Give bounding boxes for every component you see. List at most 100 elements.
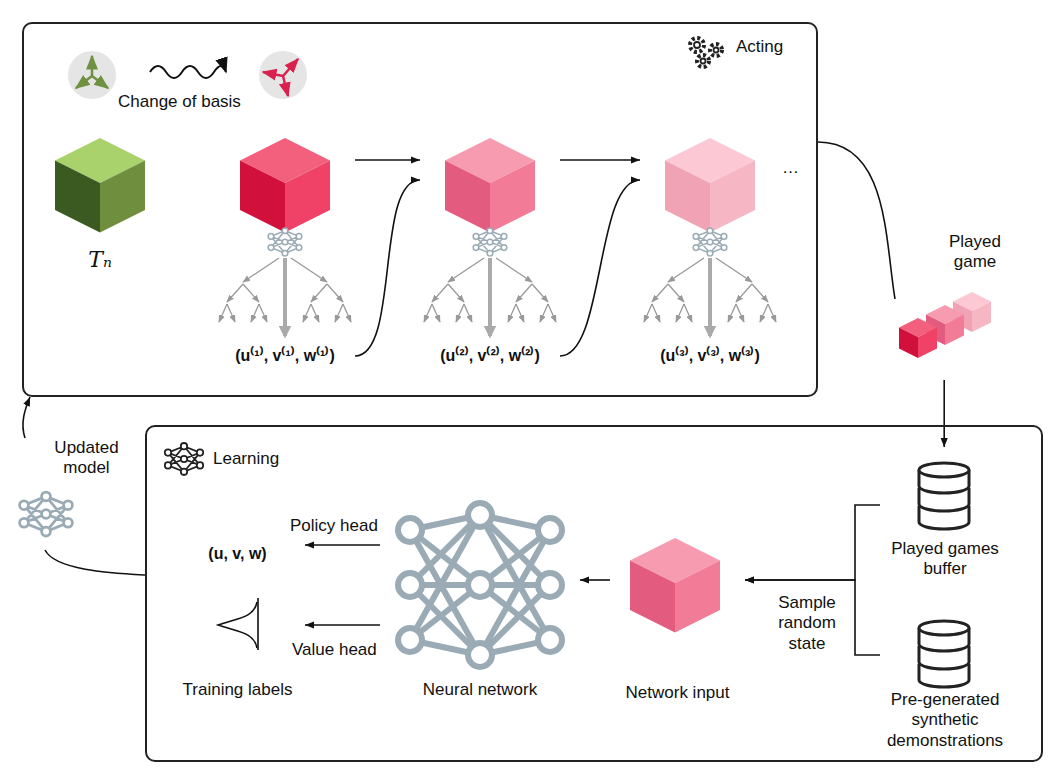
tree-branch	[676, 304, 684, 322]
panel-heading: Learning	[213, 449, 303, 469]
node-text: Updated model	[43, 438, 130, 479]
node-text: (u⁽¹⁾, v⁽¹⁾, w⁽¹⁾)	[215, 346, 355, 365]
cube-right	[710, 161, 755, 233]
node-text: Tₙ	[50, 247, 150, 273]
cube-right	[972, 302, 991, 332]
network-unit	[468, 503, 492, 527]
tree-branch	[516, 304, 524, 322]
network-unit	[538, 573, 562, 597]
tree-branch	[716, 258, 752, 282]
tree-branch	[303, 304, 311, 322]
tree-branch	[432, 304, 440, 322]
cube-right	[918, 328, 937, 358]
neural-network-node: Neural network	[380, 500, 580, 705]
connector	[560, 180, 640, 356]
tree-branch	[728, 304, 736, 322]
gear-icon	[690, 38, 722, 67]
basis-arrows	[76, 56, 108, 88]
neural-network	[398, 503, 562, 667]
network-input-node: Network input	[610, 535, 745, 710]
tree-branch	[644, 304, 652, 322]
edge-label: Value head	[292, 640, 377, 660]
tree-branch	[668, 258, 704, 282]
tree-branch	[532, 284, 548, 302]
basis-icon	[68, 51, 116, 99]
connector	[818, 142, 895, 299]
node-text: (u, v, w)	[170, 544, 305, 563]
node-text: Neural network	[380, 680, 580, 700]
tree-branch	[652, 304, 660, 322]
cube-right	[945, 315, 964, 345]
database-top	[919, 621, 969, 635]
basis-icon	[259, 51, 307, 99]
tree-branch	[736, 304, 744, 322]
cube-right	[100, 161, 145, 233]
search-arrow	[488, 258, 492, 336]
node-text: (u⁽²⁾, v⁽²⁾, w⁽²⁾)	[420, 346, 560, 365]
tree-branch	[291, 258, 327, 282]
tree-branch	[540, 304, 548, 322]
connector	[355, 159, 420, 161]
connector	[355, 180, 420, 356]
connector	[580, 579, 610, 581]
tree-branch	[684, 304, 692, 322]
tensor-cube-node: Tₙ	[50, 135, 150, 280]
tree-branch	[496, 258, 532, 282]
tree-branch	[652, 284, 668, 302]
tensor-cube	[665, 138, 755, 233]
node-text: Training labels	[170, 680, 305, 700]
acting-panel: ActingTₙ(u⁽¹⁾, v⁽¹⁾, w⁽¹⁾)(u⁽²⁾, v⁽²⁾, w…	[22, 22, 818, 397]
distribution-axis	[257, 598, 259, 650]
connector	[745, 505, 880, 580]
tree-branch	[219, 304, 227, 322]
tree-branch	[464, 304, 472, 322]
tree-branch	[227, 284, 243, 302]
tree-branch	[448, 284, 464, 302]
tree-branch	[508, 304, 516, 322]
node-text: Played games buffer	[880, 539, 1010, 580]
connector	[45, 550, 145, 575]
updated-model-node: Updated model	[15, 438, 130, 550]
database-icon	[919, 621, 969, 687]
edge-label: Sample random state	[762, 593, 852, 654]
connector	[745, 580, 880, 655]
tensor-cube	[445, 138, 535, 233]
network-unit	[398, 518, 422, 542]
tree-branch	[548, 304, 556, 322]
tree-branch	[760, 304, 768, 322]
search-arrow	[708, 258, 712, 336]
node-text: Network input	[610, 683, 745, 703]
tree-branch	[668, 284, 684, 302]
tensor-cube	[55, 138, 145, 233]
tensor-cube	[899, 318, 937, 358]
node-text: (u⁽³⁾, v⁽³⁾, w⁽³⁾)	[640, 346, 780, 365]
node-text: Played game	[935, 232, 1015, 273]
cube-right	[490, 161, 535, 233]
tensor-cube	[630, 538, 720, 633]
tree-branch	[343, 304, 351, 322]
state-node: (u⁽²⁾, v⁽²⁾, w⁽²⁾)	[420, 135, 560, 370]
tree-branch	[456, 304, 464, 322]
network-unit	[398, 573, 422, 597]
annotation-label: …	[782, 158, 799, 178]
search-arrow	[283, 258, 287, 336]
buffer-node: Played games buffer	[880, 447, 1010, 582]
tree-branch	[227, 304, 235, 322]
network-unit	[538, 518, 562, 542]
tree-branch	[768, 304, 776, 322]
cube-left	[55, 161, 100, 233]
tensor-cube	[240, 138, 330, 233]
cube-left	[630, 561, 675, 633]
tree-branch	[432, 284, 448, 302]
connector	[943, 380, 945, 447]
cube-left	[445, 161, 490, 233]
database-icon	[919, 463, 969, 529]
wave-arrow	[150, 66, 226, 78]
tree-branch	[243, 284, 259, 302]
connector	[305, 624, 380, 626]
tree-branch	[424, 304, 432, 322]
tree-branch	[448, 258, 484, 282]
